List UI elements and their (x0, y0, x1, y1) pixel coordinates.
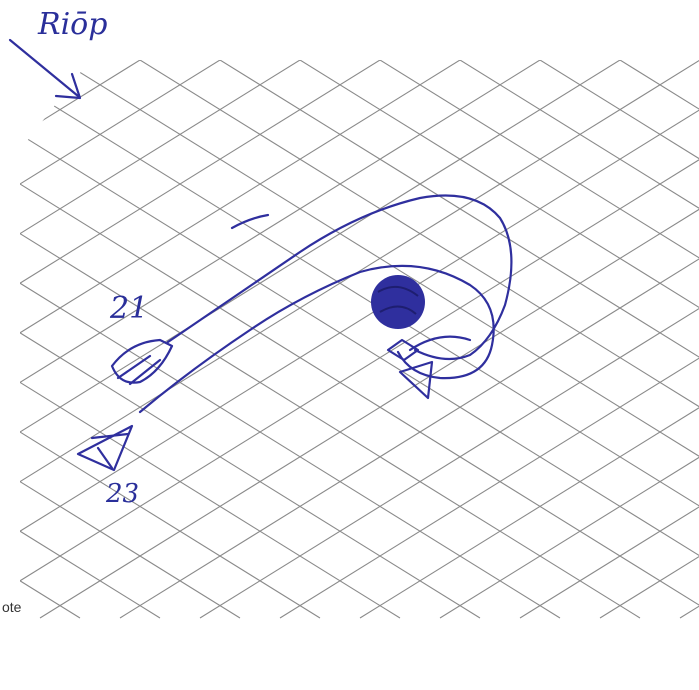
wind-arrow-icon (10, 40, 80, 98)
wind-label: Riōp (37, 7, 107, 42)
boat-23-icon (78, 426, 132, 470)
grid-line-27 (0, 0, 560, 618)
grid-line-26 (0, 0, 560, 618)
grid-line-22 (0, 0, 400, 618)
grid-line-23 (0, 0, 400, 618)
grid-line-28 (0, 0, 640, 618)
mark-buoy-icon (371, 275, 425, 329)
grid-line-62 (200, 0, 699, 618)
grid-line-63 (200, 0, 699, 618)
boat-21-icon (112, 340, 172, 384)
boat-21-number: 21 (109, 291, 148, 326)
grid-line-75 (680, 0, 699, 618)
boat-23-number: 23 (105, 479, 139, 509)
grid-line-74 (680, 0, 699, 618)
pen-stroke (232, 215, 268, 228)
grid-line-29 (0, 0, 640, 618)
isometric-grid (0, 0, 699, 618)
margin-text-fragment: ote (2, 599, 22, 615)
course-lines (140, 196, 511, 413)
grid-line-14 (0, 0, 80, 618)
grid-line-15 (0, 0, 80, 618)
